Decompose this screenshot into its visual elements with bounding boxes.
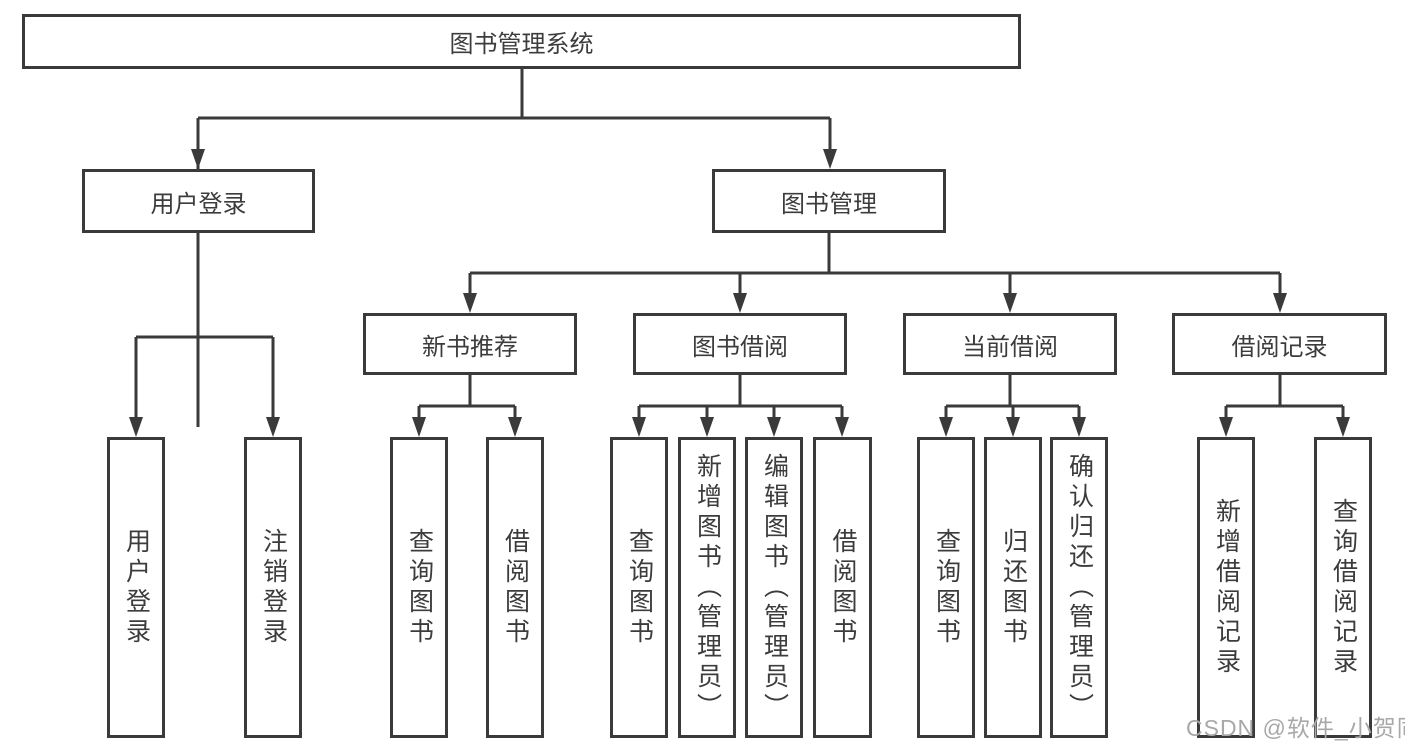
arrowhead <box>835 417 849 437</box>
arrowhead <box>632 417 646 437</box>
edge-user-login-to-leaves <box>129 233 280 437</box>
edge-book-borrow-to-leaves <box>632 375 849 437</box>
arrowhead <box>129 417 143 437</box>
leaf-confirm-return-admin: 确认归还（管理员） <box>1050 437 1108 738</box>
arrowhead <box>939 417 953 437</box>
arrowhead <box>700 417 714 437</box>
leaf-query-books-current: 查询图书 <box>917 437 975 738</box>
leaf-add-book-admin: 新增图书（管理员） <box>678 437 736 738</box>
arrowhead <box>1003 293 1017 313</box>
node-book-management: 图书管理 <box>712 169 946 233</box>
leaf-query-books-borrow: 查询图书 <box>610 437 668 738</box>
edge-current-borrow-to-leaves <box>939 375 1086 437</box>
edge-book-management-to-level3 <box>463 233 1287 313</box>
arrowhead <box>463 293 477 313</box>
node-book-borrow: 图书借阅 <box>633 313 847 375</box>
node-user-login: 用户登录 <box>82 169 315 233</box>
arrowhead <box>823 149 837 169</box>
leaf-query-books-recommend: 查询图书 <box>390 437 448 738</box>
edge-borrow-record-to-leaves <box>1219 375 1350 437</box>
node-borrow-records: 借阅记录 <box>1172 313 1387 375</box>
arrowhead <box>1273 293 1287 313</box>
arrowhead <box>733 293 747 313</box>
arrowhead <box>266 417 280 437</box>
arrowhead <box>767 417 781 437</box>
arrowhead <box>412 417 426 437</box>
node-current-borrow: 当前借阅 <box>903 313 1117 375</box>
arrowhead <box>191 149 205 169</box>
node-new-book-recommend: 新书推荐 <box>363 313 577 375</box>
arrowhead <box>1006 417 1020 437</box>
arrowhead <box>1219 417 1233 437</box>
node-system-root: 图书管理系统 <box>22 14 1021 69</box>
leaf-borrow-books: 借阅图书 <box>813 437 872 738</box>
leaf-add-borrow-record: 新增借阅记录 <box>1197 437 1255 738</box>
leaf-user-login: 用户登录 <box>107 437 165 738</box>
arrowhead <box>1072 417 1086 437</box>
leaf-borrow-books-recommend: 借阅图书 <box>486 437 544 738</box>
leaf-edit-book-admin: 编辑图书（管理员） <box>745 437 803 738</box>
edge-new-book-to-leaves <box>412 375 522 437</box>
watermark: CSDN @软件_小贺同学 <box>1186 715 1405 741</box>
arrowhead <box>508 417 522 437</box>
leaf-query-borrow-record: 查询借阅记录 <box>1314 437 1372 738</box>
arrowhead <box>1336 417 1350 437</box>
leaf-logout: 注销登录 <box>244 437 302 738</box>
leaf-return-book: 归还图书 <box>984 437 1042 738</box>
